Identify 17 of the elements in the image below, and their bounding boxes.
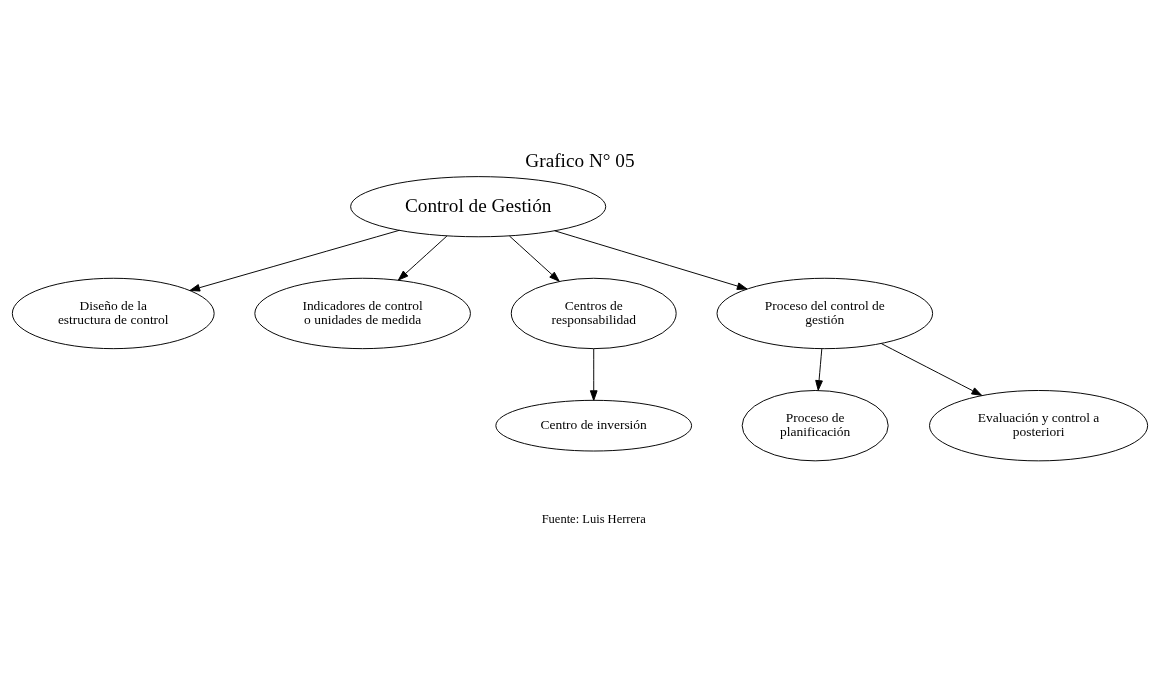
node-ellipse: Proceso del control de gestión	[716, 277, 934, 350]
arrow	[554, 230, 748, 290]
node-ellipse: Control de Gestión	[350, 176, 607, 238]
caption: Fuente: Luis Herrera	[541, 512, 646, 527]
arrow	[881, 343, 983, 396]
arrow	[508, 235, 560, 282]
arrow	[189, 229, 400, 292]
node-ellipse: Centro de inversión	[495, 399, 693, 452]
node-ellipse: Indicadores de control o unidades de medida	[254, 277, 471, 350]
node-ellipse: Centros de responsabilidad	[510, 277, 677, 350]
node-ellipse: Diseño de la estructura de control	[11, 277, 215, 350]
node-ellipse: Evaluación y control a posteriori	[929, 390, 1149, 462]
diagram-title: Grafico N° 05	[525, 150, 635, 172]
arrow	[589, 348, 598, 401]
arrow	[397, 235, 448, 281]
arrow	[815, 348, 823, 391]
node-ellipse: Proceso de planificación	[741, 390, 889, 462]
